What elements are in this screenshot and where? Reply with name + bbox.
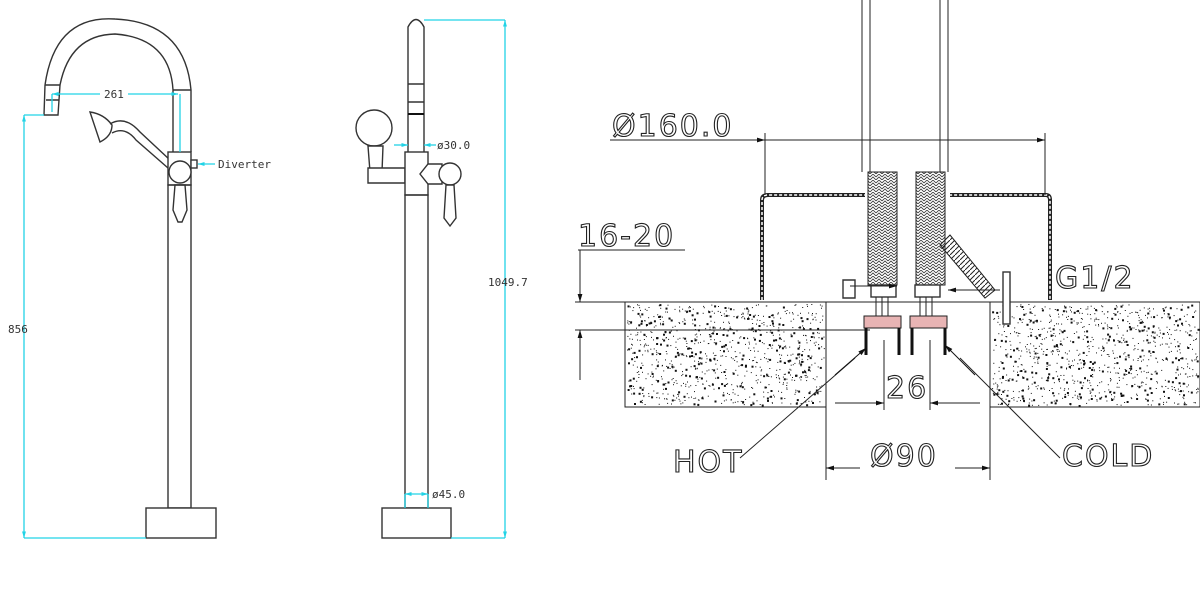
hole-diameter-label: Ø90 — [870, 439, 938, 474]
front-view-faucet — [43, 18, 217, 539]
installation-detail — [575, 0, 1200, 480]
cover-diameter-label: Ø160.0 — [612, 109, 734, 144]
thread-size-label: G1/2 — [1055, 261, 1135, 296]
floor-thickness-label: 16-20 — [578, 219, 675, 254]
inlet-spacing-label: 26 — [886, 371, 928, 406]
hot-label: HOT — [673, 445, 744, 480]
side-view-dimensions — [394, 19, 507, 539]
hot-hose — [867, 171, 898, 286]
spout-reach-label: 261 — [104, 88, 124, 101]
cover-box — [760, 190, 1052, 300]
stem-diameter-label: ø45.0 — [432, 488, 465, 501]
total-height-label: 1049.7 — [488, 276, 528, 289]
pipe-diameter-label: ø30.0 — [437, 139, 470, 152]
spout-height-label: 856 — [8, 323, 28, 336]
cold-hose — [915, 171, 946, 286]
front-view-dimensions — [22, 86, 215, 539]
diverter-label: Diverter — [218, 158, 271, 171]
side-view-faucet — [355, 18, 462, 539]
hand-shower — [88, 111, 171, 169]
cold-label: COLD — [1062, 439, 1154, 474]
